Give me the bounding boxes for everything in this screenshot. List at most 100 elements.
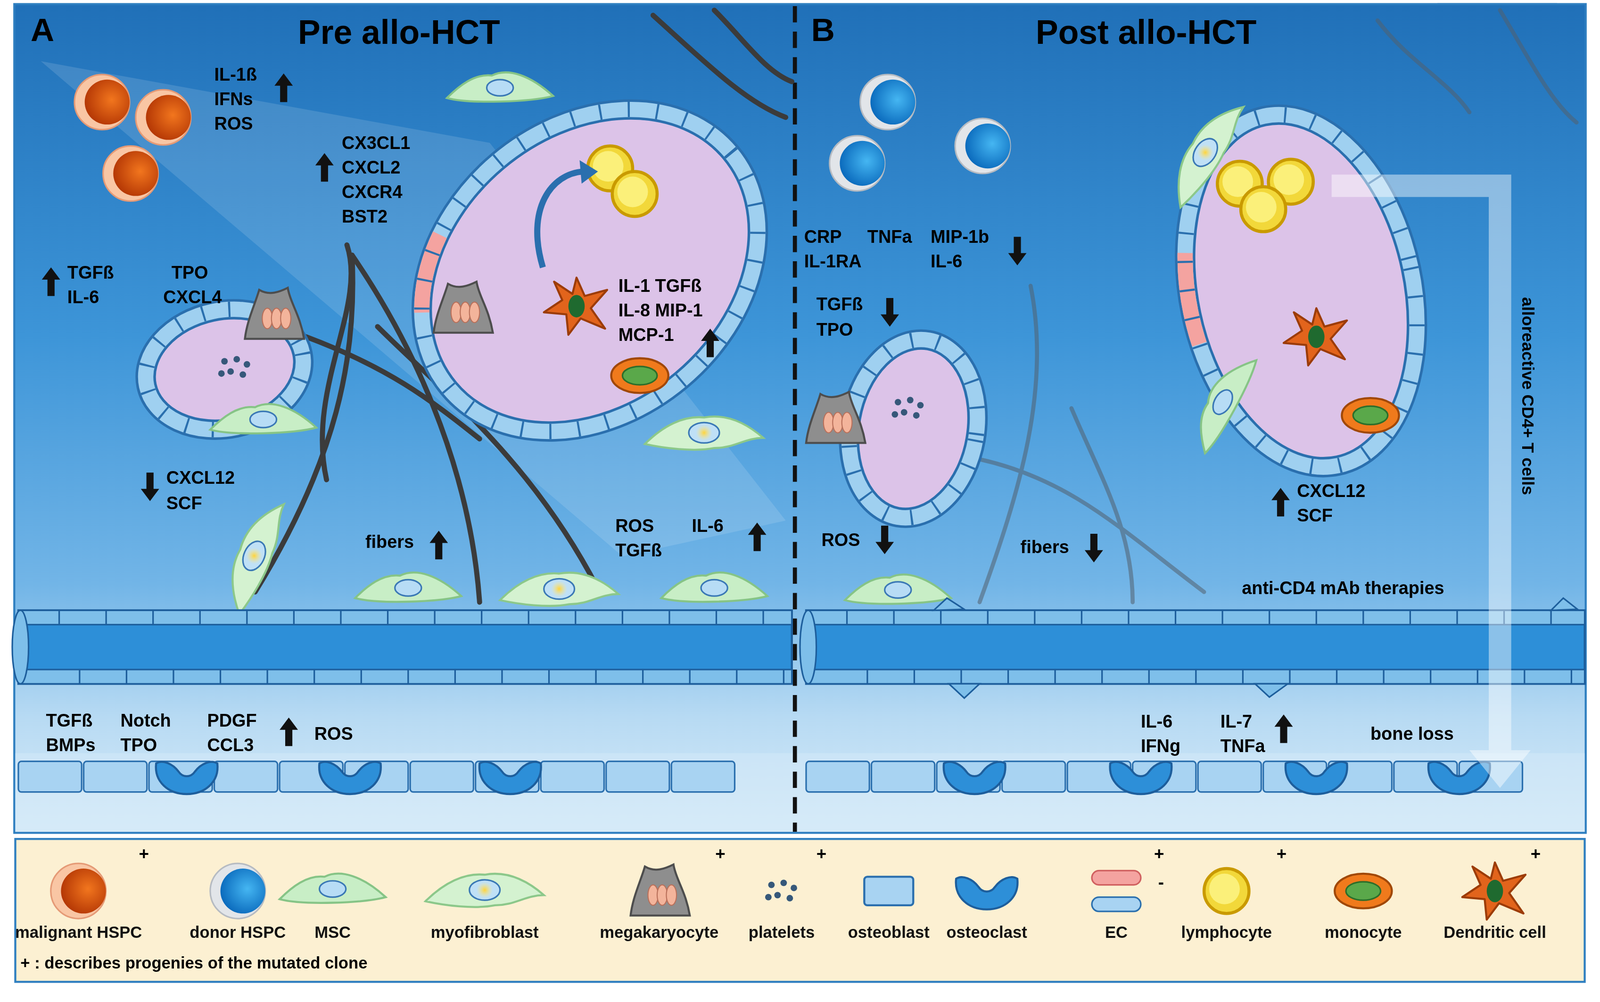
figure-panel: BPost allo-HCT: [797, 0, 1585, 832]
cell-border: [1268, 610, 1271, 625]
annotation-label: CCL3: [206, 735, 254, 755]
legend-icon-shape: [50, 863, 107, 919]
clone-marker: +: [1276, 844, 1287, 864]
osteoblast: [214, 761, 278, 792]
myofibroblast: [1158, 94, 1254, 211]
osteoclast: [479, 761, 542, 794]
cell-border: [668, 610, 670, 625]
legend-icon-shape: [630, 864, 691, 916]
annotation-label: TPO: [171, 263, 209, 282]
cell-border: [987, 610, 989, 625]
annotation-label: SCF: [1296, 506, 1333, 526]
blood-vessel: [806, 669, 1585, 684]
legend-label: MSC: [271, 923, 395, 942]
annotation-label: CXCL12: [166, 468, 235, 488]
monocyte: [611, 358, 669, 394]
legend-label: megakaryocyte: [597, 923, 721, 942]
cell-border: [762, 610, 764, 625]
cell-border: [172, 669, 174, 684]
annotation-label: anti-CD4 mAb therapies: [1241, 578, 1444, 598]
megakaryocyte: [806, 391, 866, 443]
clone-marker: +: [715, 844, 726, 864]
annotation-label: IL-6: [930, 252, 963, 272]
annotation-label: IL-1ß: [214, 65, 258, 85]
myofibroblast: [214, 494, 295, 617]
fibers: [979, 459, 1205, 592]
cell-border: [1336, 669, 1338, 684]
sinusoid: [357, 42, 823, 498]
blood-vessel: [1254, 683, 1288, 697]
legend-icon: [1055, 860, 1178, 922]
cell-border: [1409, 610, 1411, 625]
annotation-label: IL-6: [67, 287, 99, 307]
sinusoid: [357, 42, 823, 498]
cell-border: [1476, 669, 1479, 684]
malignant-hspc: [74, 74, 130, 130]
legend-icon-shape: [425, 873, 545, 907]
annotation-label: IL-6: [1140, 712, 1173, 732]
legend-label: platelets: [720, 923, 843, 942]
annotation-label: IFNs: [214, 89, 254, 109]
annotation-label: ROS: [314, 724, 354, 744]
myofibroblast: [1158, 94, 1254, 211]
panel-letter: A: [30, 12, 55, 49]
legend-label: osteoblast: [827, 923, 950, 942]
legend-item: osteoclast: [925, 860, 1048, 942]
cell-border: [1242, 669, 1244, 684]
endothelial-cells: [59, 610, 1572, 684]
msc: [210, 404, 317, 434]
change-arrow: [315, 153, 334, 182]
cell-border: [1315, 610, 1318, 625]
sinusoid: [1154, 92, 1448, 489]
arrow-label: alloreactive CD4+ T cells: [1518, 296, 1537, 495]
cell-border: [1550, 610, 1552, 625]
legend-item: donor HSPC: [176, 860, 299, 942]
cell-border: [1456, 610, 1458, 625]
cell-border: [866, 669, 868, 684]
donor-hspc: [860, 74, 916, 130]
legend-item: platelets: [720, 860, 843, 942]
fibers: [322, 244, 352, 480]
legend-icon-shape: [956, 876, 1018, 909]
cell-border: [105, 610, 107, 625]
osteoblast: [18, 761, 82, 792]
legend-icon: [827, 860, 950, 922]
legend-icon-shape: [1204, 868, 1249, 914]
cell-border: [735, 669, 738, 684]
legend-icon: [720, 860, 843, 922]
annotation-label: IL-1RA: [804, 252, 862, 272]
annotation-label: TGFß: [45, 711, 93, 731]
osteoblast: [540, 761, 604, 792]
annotation-label: PDGF: [206, 711, 257, 731]
msc: [354, 572, 462, 602]
cell-border: [893, 610, 895, 625]
annotation-label: TPO: [120, 735, 157, 755]
cell-border: [783, 669, 785, 684]
myofibroblast: [214, 494, 295, 617]
cell-border: [313, 669, 315, 684]
donor-hspc: [955, 118, 1011, 174]
donor-hspc: [829, 135, 885, 191]
annotation-label: ROS: [615, 516, 654, 536]
cell-border: [1221, 610, 1223, 625]
blood-vessel: [18, 669, 792, 684]
cell-border: [1080, 610, 1083, 625]
legend-label: Dendritic cell: [1433, 923, 1557, 942]
change-arrow: [1271, 487, 1290, 517]
legend-item: lymphocyte: [1165, 860, 1288, 942]
sinusoid: [1154, 92, 1448, 489]
legend-item: MSC: [271, 860, 395, 942]
cell-border: [1054, 669, 1056, 684]
figure-panel: APre allo-HCT: [0, 0, 795, 832]
change-arrow: [1008, 236, 1027, 266]
annotation-label: ROS: [214, 114, 254, 133]
legend-item: osteoblast: [827, 860, 950, 942]
curved-arrow-head: [579, 160, 598, 184]
annotation-label: IL-7: [1220, 712, 1253, 732]
fibers: [979, 285, 1038, 603]
cell-border: [293, 610, 295, 625]
legend-icon-shape: [1334, 873, 1392, 909]
legend-label: monocyte: [1302, 923, 1425, 942]
